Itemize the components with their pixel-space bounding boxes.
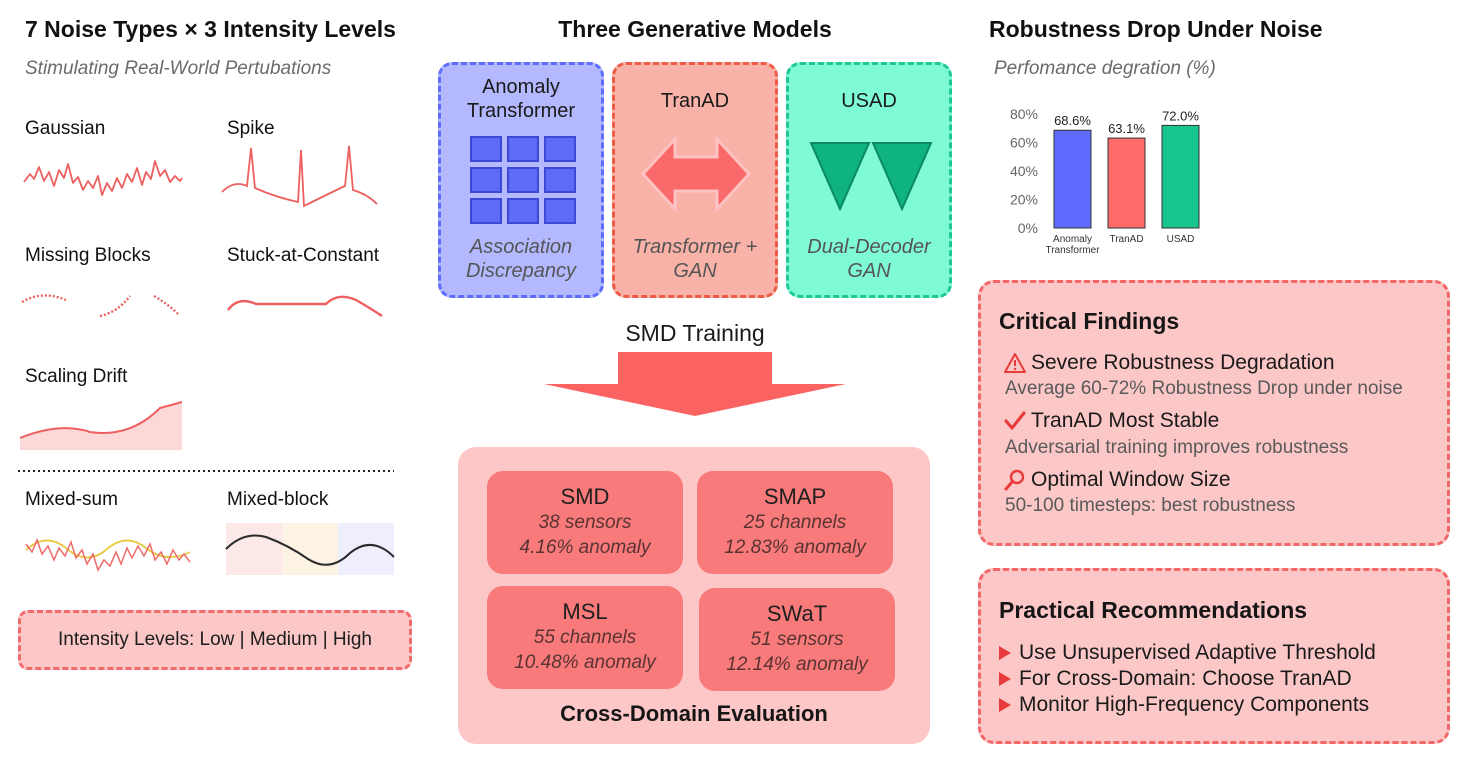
dataset-swat: SWaT 51 sensors 12.14% anomaly: [699, 588, 895, 691]
robustness-title: Robustness Drop Under Noise: [989, 16, 1323, 42]
triangle-bullet-icon: [999, 672, 1011, 686]
missing-blocks-label: Missing Blocks: [25, 245, 151, 266]
x-tick-label: Transformer: [1045, 245, 1100, 256]
check-icon: [1004, 411, 1026, 430]
robustness-subtitle: Perfomance degration (%): [994, 58, 1216, 79]
intensity-levels-text: Intensity Levels: Low | Medium | High: [57, 629, 372, 650]
scaling-drift-label: Scaling Drift: [25, 366, 128, 387]
finding-tranad-stable: TranAD Most Stable: [1003, 409, 1219, 433]
model-name-anomaly-transformer: Anomaly Transformer: [466, 76, 576, 122]
stuck-at-constant-label: Stuck-at-Constant: [227, 245, 380, 266]
model-name-tranad: TranAD: [660, 90, 730, 112]
training-label: SMD Training: [625, 320, 765, 346]
y-tick-label: 20%: [1010, 192, 1038, 208]
dataset-name: SMAP: [763, 484, 827, 509]
finding-head: Optimal Window Size: [1031, 468, 1231, 491]
bar-1: [1107, 137, 1146, 229]
recommendation-item: For Cross-Domain: Choose TranAD: [999, 667, 1352, 691]
bar-value-label: 63.1%: [1108, 121, 1145, 136]
section-divider: [18, 470, 394, 472]
finding-severe-degradation: Severe Robustness Degradation: [1003, 351, 1335, 375]
gaussian-noise-waveform: [23, 160, 183, 196]
scaling-drift-waveform: [19, 401, 183, 450]
cross-domain-title: Cross-Domain Evaluation: [560, 701, 828, 726]
missing-blocks-waveform: [21, 294, 179, 318]
noise-types-title: 7 Noise Types × 3 Intensity Levels: [25, 16, 396, 42]
dataset-line1: 38 sensors: [538, 512, 632, 533]
mixed-block-waveform: [225, 534, 395, 566]
dual-decoder-icon: [809, 142, 933, 212]
recommendations-title: Practical Recommendations: [999, 597, 1308, 623]
finding-window-size: Optimal Window Size: [1003, 468, 1231, 492]
model-card-usad: USAD Dual-Decoder GAN: [786, 62, 952, 298]
bar-0: [1053, 129, 1092, 229]
spike-noise-waveform: [221, 145, 378, 208]
mixed-block-label: Mixed-block: [227, 489, 329, 510]
mixed-sum-waveform: [25, 537, 191, 572]
dataset-name: SWaT: [766, 601, 828, 626]
dataset-line1: 55 channels: [533, 627, 637, 648]
cross-domain-panel: SMD 38 sensors 4.16% anomaly SMAP 25 cha…: [458, 447, 930, 744]
stuck-constant-waveform: [227, 295, 383, 317]
recommendations-panel: Practical Recommendations Use Unsupervis…: [978, 568, 1450, 744]
mixed-sum-label: Mixed-sum: [25, 489, 118, 510]
model-card-anomaly-transformer: Anomaly Transformer Association Discrepa…: [438, 62, 604, 298]
critical-findings-panel: Critical Findings Severe Robustness Degr…: [978, 280, 1450, 546]
x-tick-label: TranAD: [1109, 234, 1143, 245]
bidirectional-arrow-icon: [640, 135, 752, 213]
model-desc-anomaly-transformer: Association Discrepancy: [465, 236, 577, 282]
dataset-line2: 12.14% anomaly: [726, 654, 868, 675]
intensity-levels-box: Intensity Levels: Low | Medium | High: [18, 610, 412, 670]
finding-sub: Adversarial training improves robustness: [1005, 437, 1349, 458]
noise-types-subtitle: Stimulating Real-World Pertubations: [25, 58, 332, 79]
dataset-line2: 4.16% anomaly: [519, 537, 651, 558]
y-tick-label: 80%: [1010, 106, 1038, 122]
finding-sub: Average 60-72% Robustness Drop under noi…: [1005, 378, 1403, 399]
recommendation-item: Monitor High-Frequency Components: [999, 693, 1369, 717]
gaussian-label: Gaussian: [25, 118, 106, 139]
dataset-smd: SMD 38 sensors 4.16% anomaly: [487, 471, 683, 574]
models-title: Three Generative Models: [558, 16, 832, 42]
magnifier-icon: [1004, 469, 1025, 491]
y-tick-label: 0%: [1018, 220, 1038, 236]
attention-grid-icon: [470, 136, 576, 224]
bar-value-label: 68.6%: [1054, 113, 1091, 128]
spike-label: Spike: [227, 118, 275, 139]
warning-icon: [1004, 353, 1026, 373]
mixed-block-segment-1: [226, 523, 282, 575]
finding-head: Severe Robustness Degradation: [1031, 351, 1335, 374]
critical-findings-title: Critical Findings: [999, 308, 1180, 334]
dataset-line1: 25 channels: [743, 512, 847, 533]
recommendation-item: Use Unsupervised Adaptive Threshold: [999, 641, 1376, 665]
bar-2: [1161, 124, 1200, 229]
recommendation-text: Monitor High-Frequency Components: [1019, 693, 1370, 716]
model-card-tranad: TranAD Transformer + GAN: [612, 62, 778, 298]
dataset-name: MSL: [562, 599, 608, 624]
recommendation-text: Use Unsupervised Adaptive Threshold: [1019, 641, 1376, 664]
x-tick-label: USAD: [1167, 234, 1195, 245]
dataset-line2: 10.48% anomaly: [514, 652, 656, 673]
dataset-line1: 51 sensors: [750, 629, 844, 650]
dataset-smap: SMAP 25 channels 12.83% anomaly: [697, 471, 893, 574]
finding-head: TranAD Most Stable: [1031, 409, 1220, 432]
triangle-bullet-icon: [999, 646, 1011, 660]
model-desc-tranad: Transformer + GAN: [632, 236, 758, 282]
finding-sub: 50-100 timesteps: best robustness: [1005, 495, 1296, 516]
dataset-line2: 12.83% anomaly: [724, 537, 866, 558]
y-tick-label: 40%: [1010, 163, 1038, 179]
triangle-bullet-icon: [999, 698, 1011, 712]
dataset-name: SMD: [560, 484, 610, 509]
dataset-msl: MSL 55 channels 10.48% anomaly: [487, 586, 683, 689]
y-tick-label: 60%: [1010, 135, 1038, 151]
model-name-usad: USAD: [841, 90, 897, 112]
bar-value-label: 72.0%: [1162, 108, 1199, 123]
model-desc-usad: Dual-Decoder GAN: [807, 236, 931, 282]
training-down-arrow: [544, 352, 846, 416]
recommendation-text: For Cross-Domain: Choose TranAD: [1019, 667, 1352, 690]
x-tick-label: Anomaly: [1053, 234, 1092, 245]
